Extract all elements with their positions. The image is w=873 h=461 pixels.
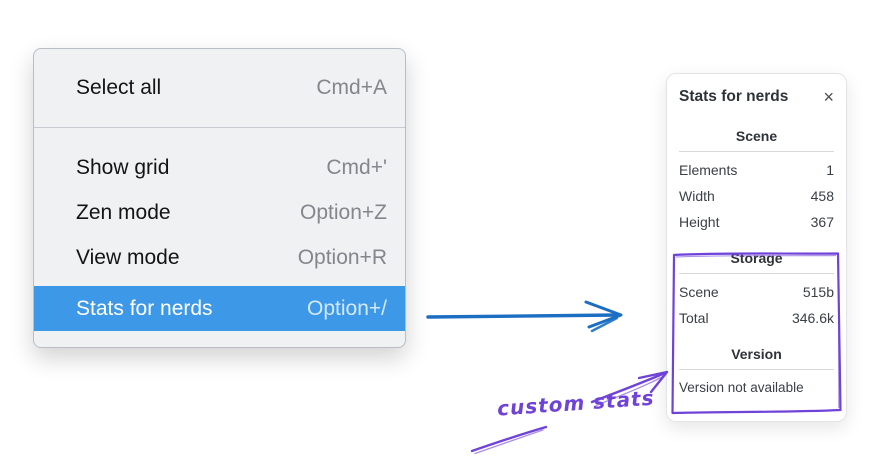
- flow-arrow[interactable]: [426, 300, 623, 333]
- menu-divider: [34, 127, 405, 128]
- menu-item-select-all[interactable]: Select all Cmd+A: [34, 65, 405, 110]
- version-note: Version not available: [679, 380, 804, 395]
- stat-row-width: Width 458: [679, 187, 834, 205]
- stat-label: Scene: [679, 284, 719, 300]
- menu-item-shortcut: Option+/: [307, 296, 387, 320]
- stat-row-elements: Elements 1: [679, 161, 834, 179]
- context-menu: Select all Cmd+A Show grid Cmd+' Zen mod…: [33, 48, 406, 348]
- stat-row-scene-storage: Scene 515b: [679, 283, 834, 301]
- stat-label: Height: [679, 214, 720, 230]
- menu-item-zen-mode[interactable]: Zen mode Option+Z: [34, 190, 405, 235]
- menu-item-show-grid[interactable]: Show grid Cmd+': [34, 145, 405, 190]
- menu-item-label: Show grid: [76, 155, 170, 179]
- stat-value: 346.6k: [791, 310, 834, 326]
- stat-row-total-storage: Total 346.6k: [679, 309, 834, 327]
- close-icon[interactable]: ×: [823, 87, 834, 107]
- stat-row-height: Height 367: [679, 213, 834, 231]
- annotation-arrow[interactable]: [470, 370, 669, 455]
- stat-value: 1: [826, 162, 834, 178]
- stats-panel-title: Stats for nerds: [679, 88, 789, 105]
- section-heading-storage: Storage: [730, 250, 783, 266]
- menu-item-label: Select all: [76, 75, 162, 99]
- stat-label: Total: [679, 310, 709, 326]
- section-heading-scene: Scene: [735, 128, 778, 144]
- stat-value: 458: [810, 188, 834, 204]
- custom-stats-label[interactable]: custom stats: [496, 385, 656, 421]
- stats-panel: Stats for nerds × Scene Elements 1 Width…: [666, 73, 847, 422]
- stats-panel-header: Stats for nerds ×: [679, 86, 834, 108]
- menu-item-label: Stats for nerds: [76, 296, 213, 320]
- stat-value: 367: [810, 214, 834, 230]
- section-divider: [679, 369, 834, 370]
- stat-label: Elements: [679, 162, 738, 178]
- section-heading-version: Version: [731, 346, 782, 362]
- menu-item-shortcut: Cmd+': [326, 155, 387, 179]
- section-divider: [679, 151, 834, 152]
- menu-item-view-mode[interactable]: View mode Option+R: [34, 235, 405, 280]
- annotation-box[interactable]: [671, 252, 842, 415]
- menu-item-shortcut: Cmd+A: [316, 75, 387, 99]
- menu-item-label: View mode: [76, 245, 180, 269]
- menu-item-label: Zen mode: [76, 200, 171, 224]
- stat-label: Width: [679, 188, 715, 204]
- section-divider: [679, 273, 834, 274]
- menu-item-shortcut: Option+R: [297, 245, 387, 269]
- menu-item-stats-for-nerds[interactable]: Stats for nerds Option+/: [34, 286, 405, 331]
- stat-value: 515b: [802, 284, 834, 300]
- menu-item-shortcut: Option+Z: [300, 200, 387, 224]
